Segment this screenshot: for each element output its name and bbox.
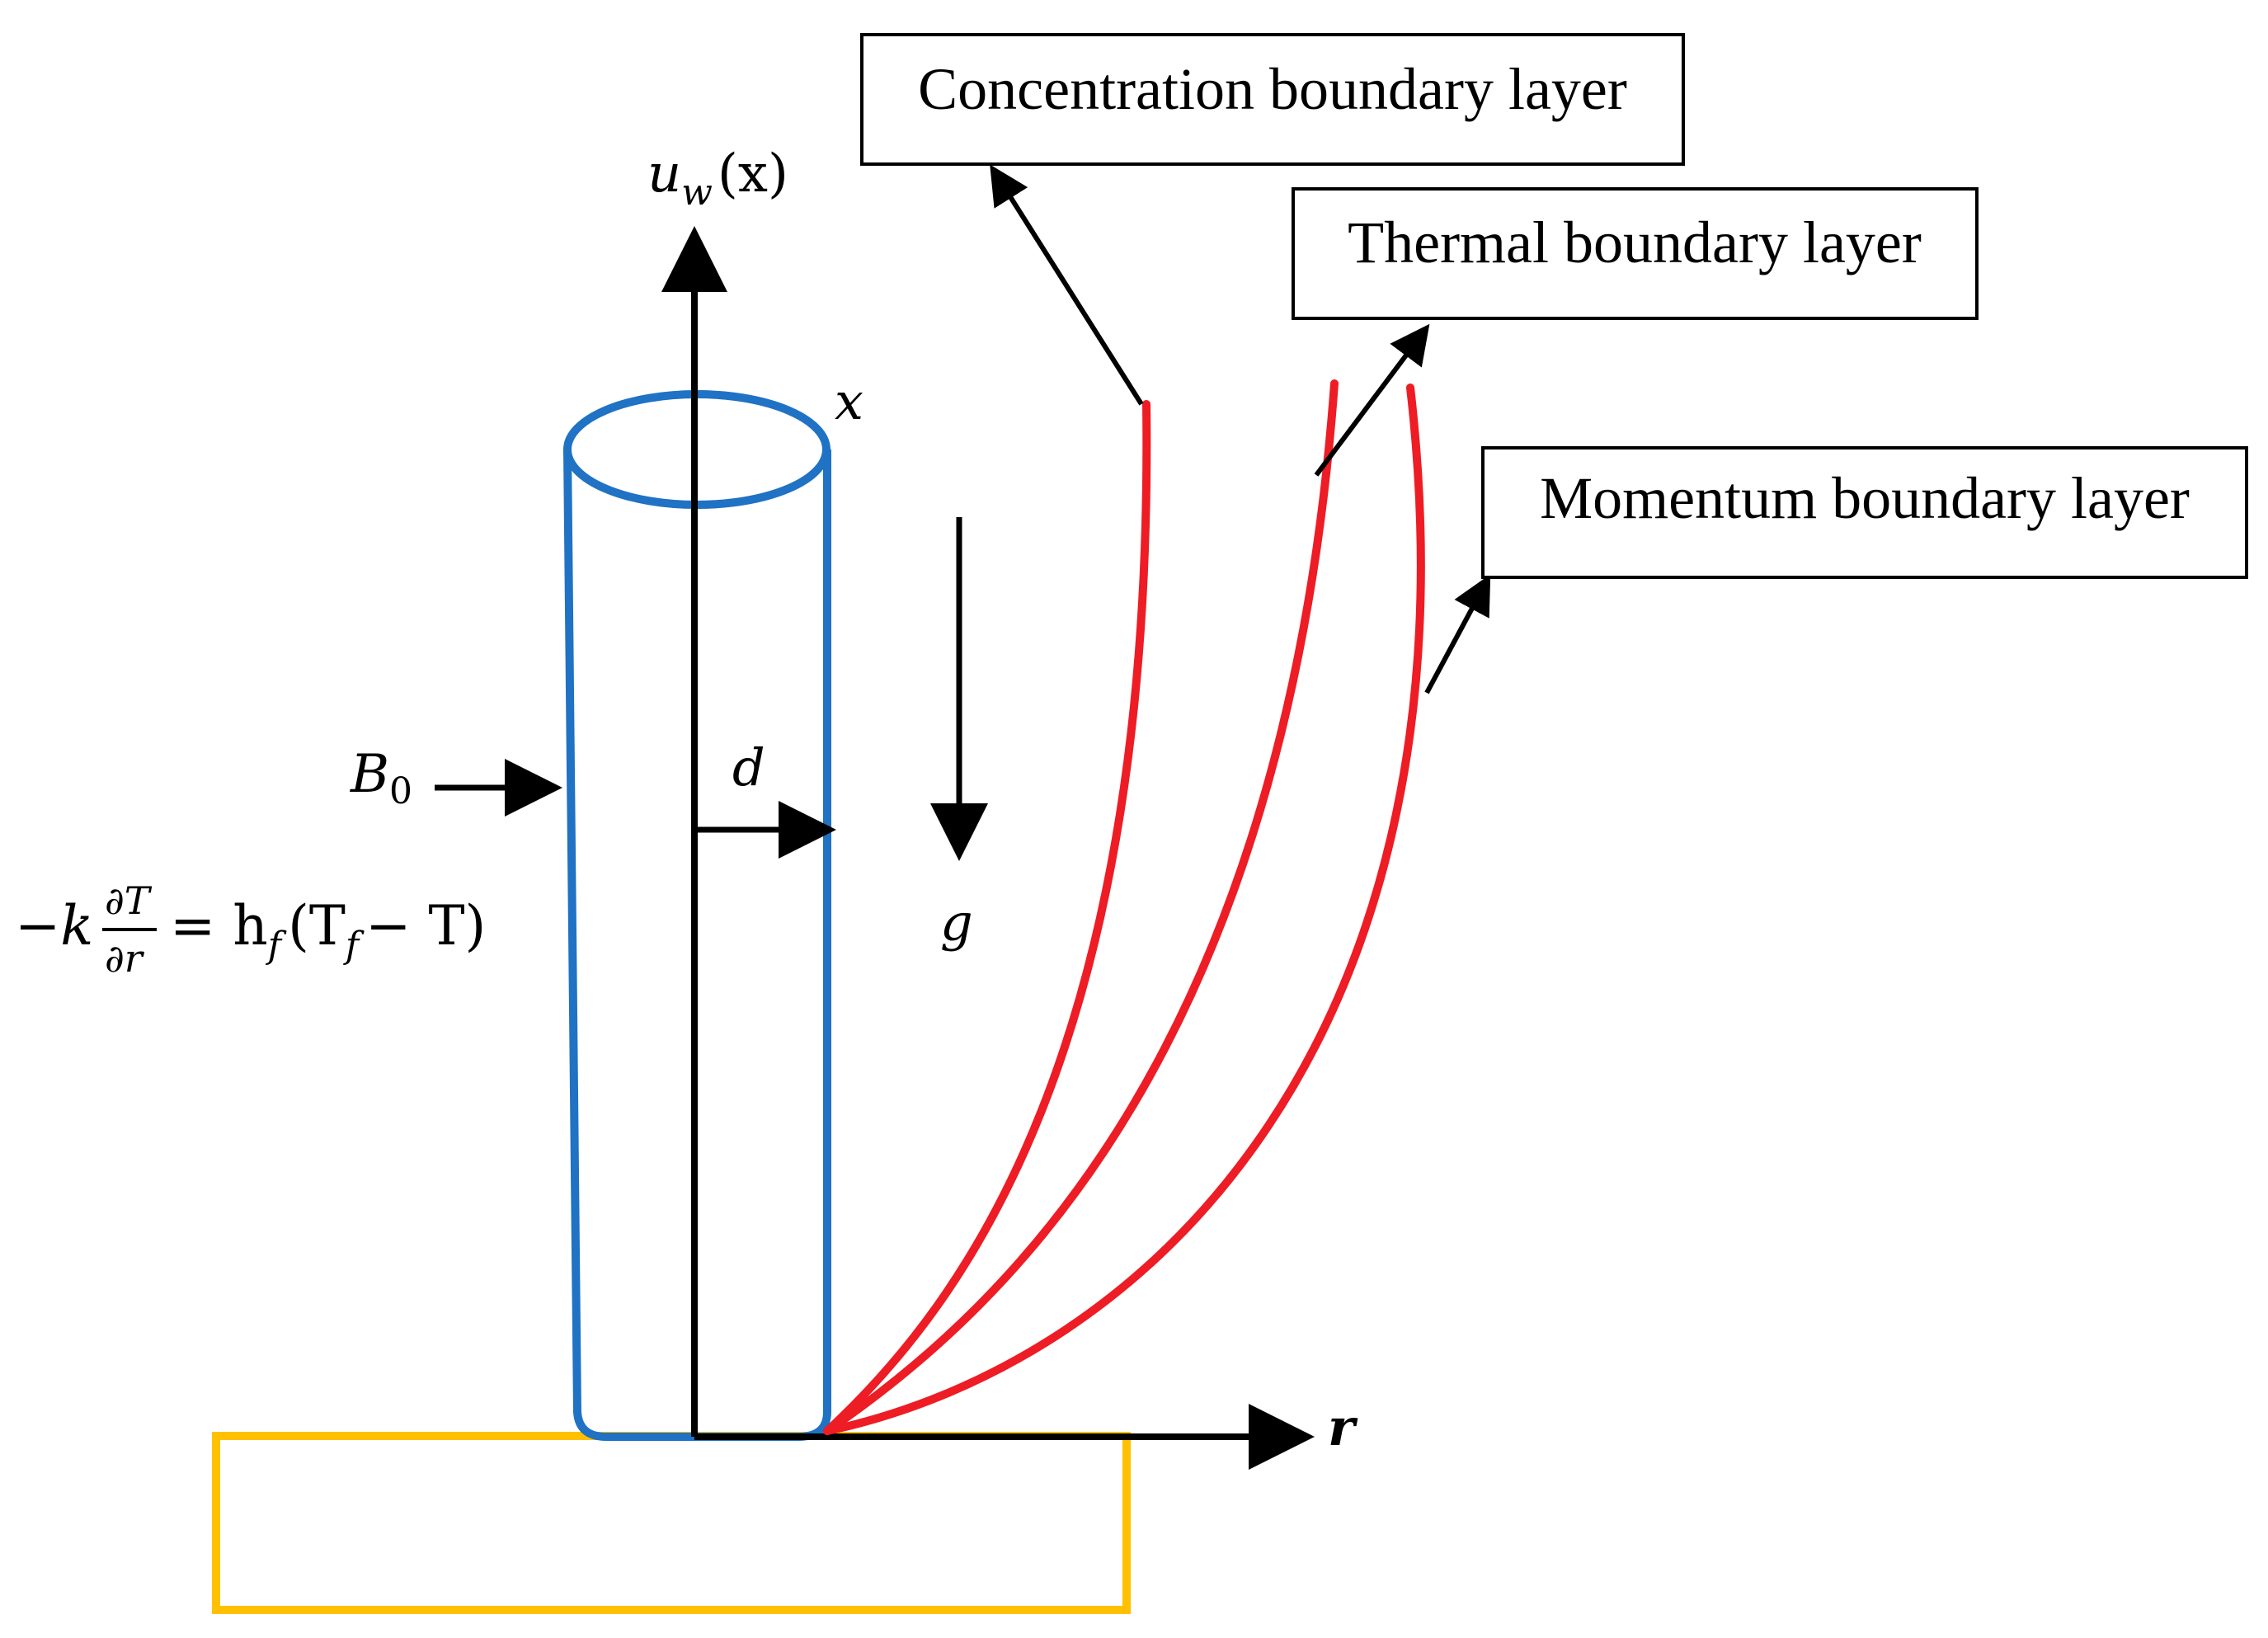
momentum-label: Momentum boundary layer bbox=[1540, 465, 2190, 531]
r-axis-label: r bbox=[1328, 1397, 1358, 1457]
magnetic-field-label: B0 bbox=[350, 744, 412, 812]
thermal-label-box: Thermal boundary layer bbox=[1292, 187, 1979, 320]
concentration-curve bbox=[823, 400, 1151, 1435]
concentration-pointer-arrow bbox=[990, 164, 1144, 406]
thermal-pointer-arrow bbox=[1314, 323, 1430, 477]
concentration-label: Concentration boundary layer bbox=[918, 56, 1627, 122]
equation-denominator: ∂r bbox=[105, 936, 145, 981]
equation-numerator: ∂T bbox=[105, 878, 153, 923]
thermal-label: Thermal boundary layer bbox=[1348, 209, 1922, 275]
gravity-label: g bbox=[940, 892, 973, 953]
boundary-curves bbox=[823, 379, 1425, 1435]
radius-d-label: d bbox=[732, 737, 765, 798]
momentum-label-box: Momentum boundary layer bbox=[1481, 446, 2248, 579]
momentum-curve bbox=[823, 384, 1425, 1435]
equation-minus-k: −k bbox=[15, 894, 93, 958]
equation-rhs: = hf(Tf− T) bbox=[170, 894, 486, 967]
momentum-pointer-arrow bbox=[1424, 574, 1491, 694]
concentration-label-box: Concentration boundary layer bbox=[860, 33, 1685, 166]
wall-velocity-symbol: uw(x) bbox=[647, 144, 788, 214]
base-plate bbox=[212, 1432, 1131, 1614]
convective-boundary-equation: −k ∂T ∂r = hf(Tf− T) bbox=[15, 878, 486, 981]
x-label: x bbox=[835, 371, 863, 431]
thermal-curve bbox=[823, 379, 1339, 1435]
